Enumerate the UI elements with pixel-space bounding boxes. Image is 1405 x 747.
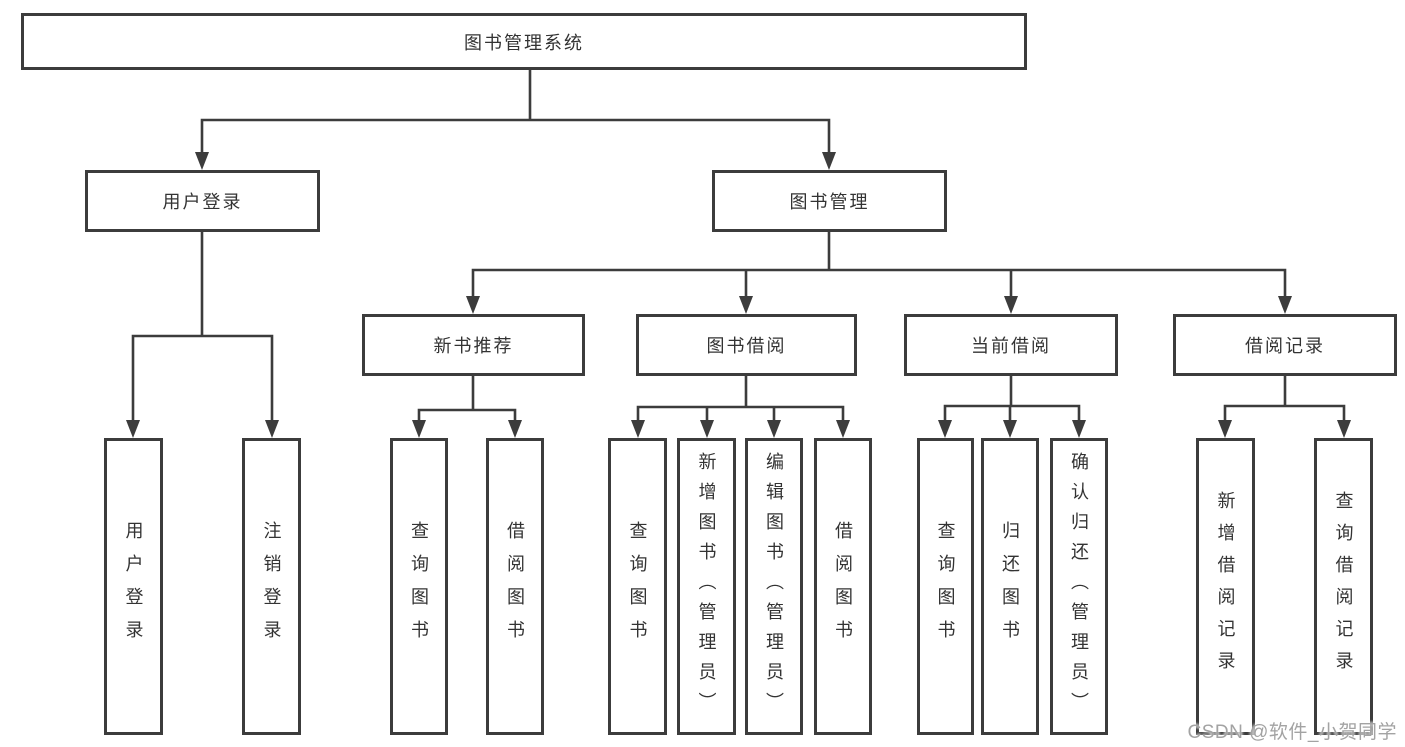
node-borrow-records-label: 借阅记录 — [1245, 336, 1325, 356]
leaf-user-login: 用户登录 — [104, 438, 163, 735]
leaf-rec-query-book-label: 查询图书 — [409, 520, 429, 653]
node-book-borrow-label: 图书借阅 — [706, 336, 787, 356]
watermark: CSDN @软件_小贺同学 — [1187, 722, 1397, 743]
leaf-add-book-admin: 新增图书（管理员） — [677, 438, 736, 735]
node-user-login: 用户登录 — [85, 170, 320, 232]
node-book-borrow: 图书借阅 — [636, 314, 857, 376]
leaf-logout: 注销登录 — [242, 438, 301, 735]
leaf-query-borrow-record-label: 查询借阅记录 — [1333, 490, 1354, 683]
node-book-mgmt-label: 图书管理 — [789, 192, 870, 212]
leaf-add-borrow-record: 新增借阅记录 — [1196, 438, 1255, 735]
node-user-login-label: 用户登录 — [162, 192, 243, 212]
leaf-return-book: 归还图书 — [981, 438, 1039, 735]
node-root-label: 图书管理系统 — [464, 32, 584, 53]
node-root: 图书管理系统 — [21, 13, 1027, 70]
leaf-rec-borrow-book: 借阅图书 — [486, 438, 544, 735]
leaf-return-book-label: 归还图书 — [1000, 520, 1020, 653]
leaf-rec-query-book: 查询图书 — [390, 438, 448, 735]
leaf-borrow-borrow-book: 借阅图书 — [814, 438, 872, 735]
node-book-mgmt: 图书管理 — [712, 170, 947, 232]
connector-book-mgmt-to-level3 — [466, 230, 1292, 314]
leaf-borrow-borrow-book-label: 借阅图书 — [833, 520, 853, 653]
node-current-borrow: 当前借阅 — [904, 314, 1118, 376]
leaf-current-query-book-label: 查询图书 — [935, 520, 956, 653]
connector-new-book-rec-to-leaves — [412, 374, 522, 438]
leaf-current-query-book: 查询图书 — [917, 438, 974, 735]
leaf-borrow-query-book-label: 查询图书 — [627, 520, 648, 653]
leaf-borrow-query-book: 查询图书 — [608, 438, 667, 735]
leaf-add-borrow-record-label: 新增借阅记录 — [1215, 490, 1236, 683]
node-current-borrow-label: 当前借阅 — [971, 336, 1051, 356]
leaf-rec-borrow-book-label: 借阅图书 — [505, 520, 525, 653]
leaf-edit-book-admin-label: 编辑图书（管理员） — [764, 451, 784, 722]
leaf-confirm-return-admin-label: 确认归还（管理员） — [1069, 451, 1089, 722]
node-borrow-records: 借阅记录 — [1173, 314, 1397, 376]
leaf-add-book-admin-label: 新增图书（管理员） — [696, 451, 717, 722]
connector-user-login-to-leaves — [126, 230, 279, 438]
leaf-logout-label: 注销登录 — [261, 520, 282, 653]
node-new-book-rec-label: 新书推荐 — [433, 336, 514, 356]
connector-borrow-records-to-leaves — [1218, 374, 1351, 438]
leaf-confirm-return-admin: 确认归还（管理员） — [1050, 438, 1108, 735]
node-new-book-rec: 新书推荐 — [362, 314, 585, 376]
leaf-edit-book-admin: 编辑图书（管理员） — [745, 438, 803, 735]
connector-root-to-level2 — [195, 67, 836, 170]
leaf-query-borrow-record: 查询借阅记录 — [1314, 438, 1373, 735]
leaf-user-login-label: 用户登录 — [123, 520, 144, 653]
connector-current-borrow-to-leaves — [938, 374, 1086, 438]
connector-book-borrow-to-leaves — [631, 374, 850, 438]
